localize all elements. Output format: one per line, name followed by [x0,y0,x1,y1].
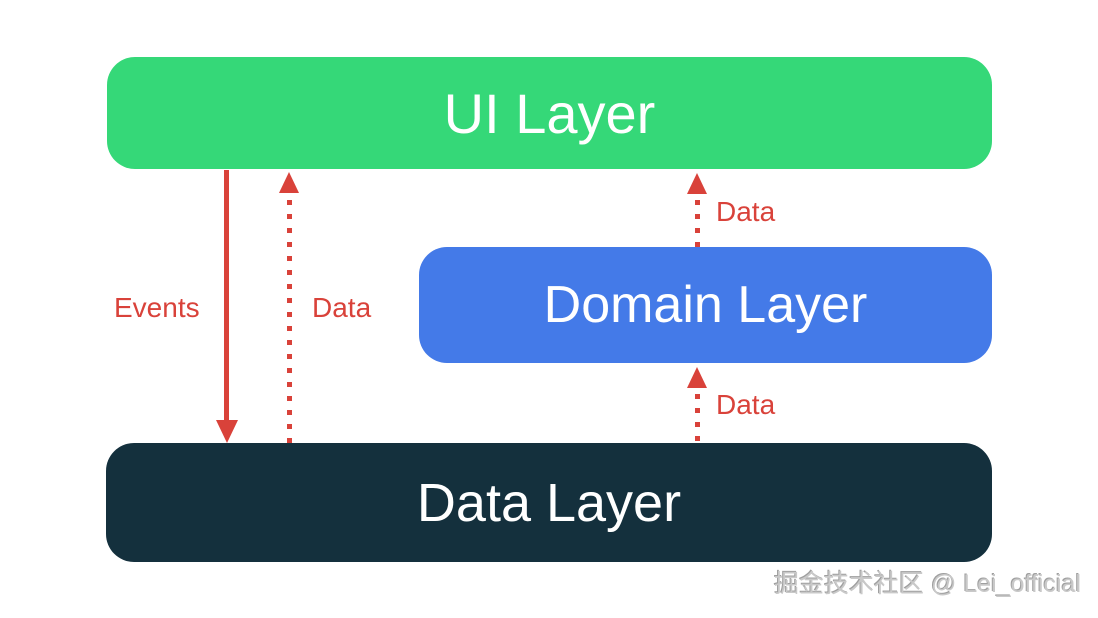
data-arrowhead-up-icon [687,367,707,388]
data-arrow-data-to-domain-label: Data [716,389,776,420]
events-arrow-label: Events [114,292,200,323]
watermark: 掘金技术社区 @ Lei_official [774,570,1081,598]
data-arrowhead-up-icon [279,172,299,193]
data-arrow-left-line [287,200,292,443]
events-arrowhead-down-icon [216,420,238,443]
data-arrow-domain-to-ui-label: Data [716,196,776,227]
data-arrow-domain-to-ui-line [695,200,700,247]
data-arrow-data-to-domain-line [695,394,700,443]
domain-layer-label: Domain Layer [543,276,868,334]
data-layer-box: Data Layer [106,443,992,562]
ui-layer-box: UI Layer [107,57,992,169]
domain-layer-box: Domain Layer [419,247,992,363]
data-layer-label: Data Layer [416,472,682,533]
events-arrow-line [224,170,229,422]
data-arrow-left-label: Data [312,292,372,323]
data-arrowhead-up-icon [687,173,707,194]
ui-layer-label: UI Layer [443,81,656,145]
